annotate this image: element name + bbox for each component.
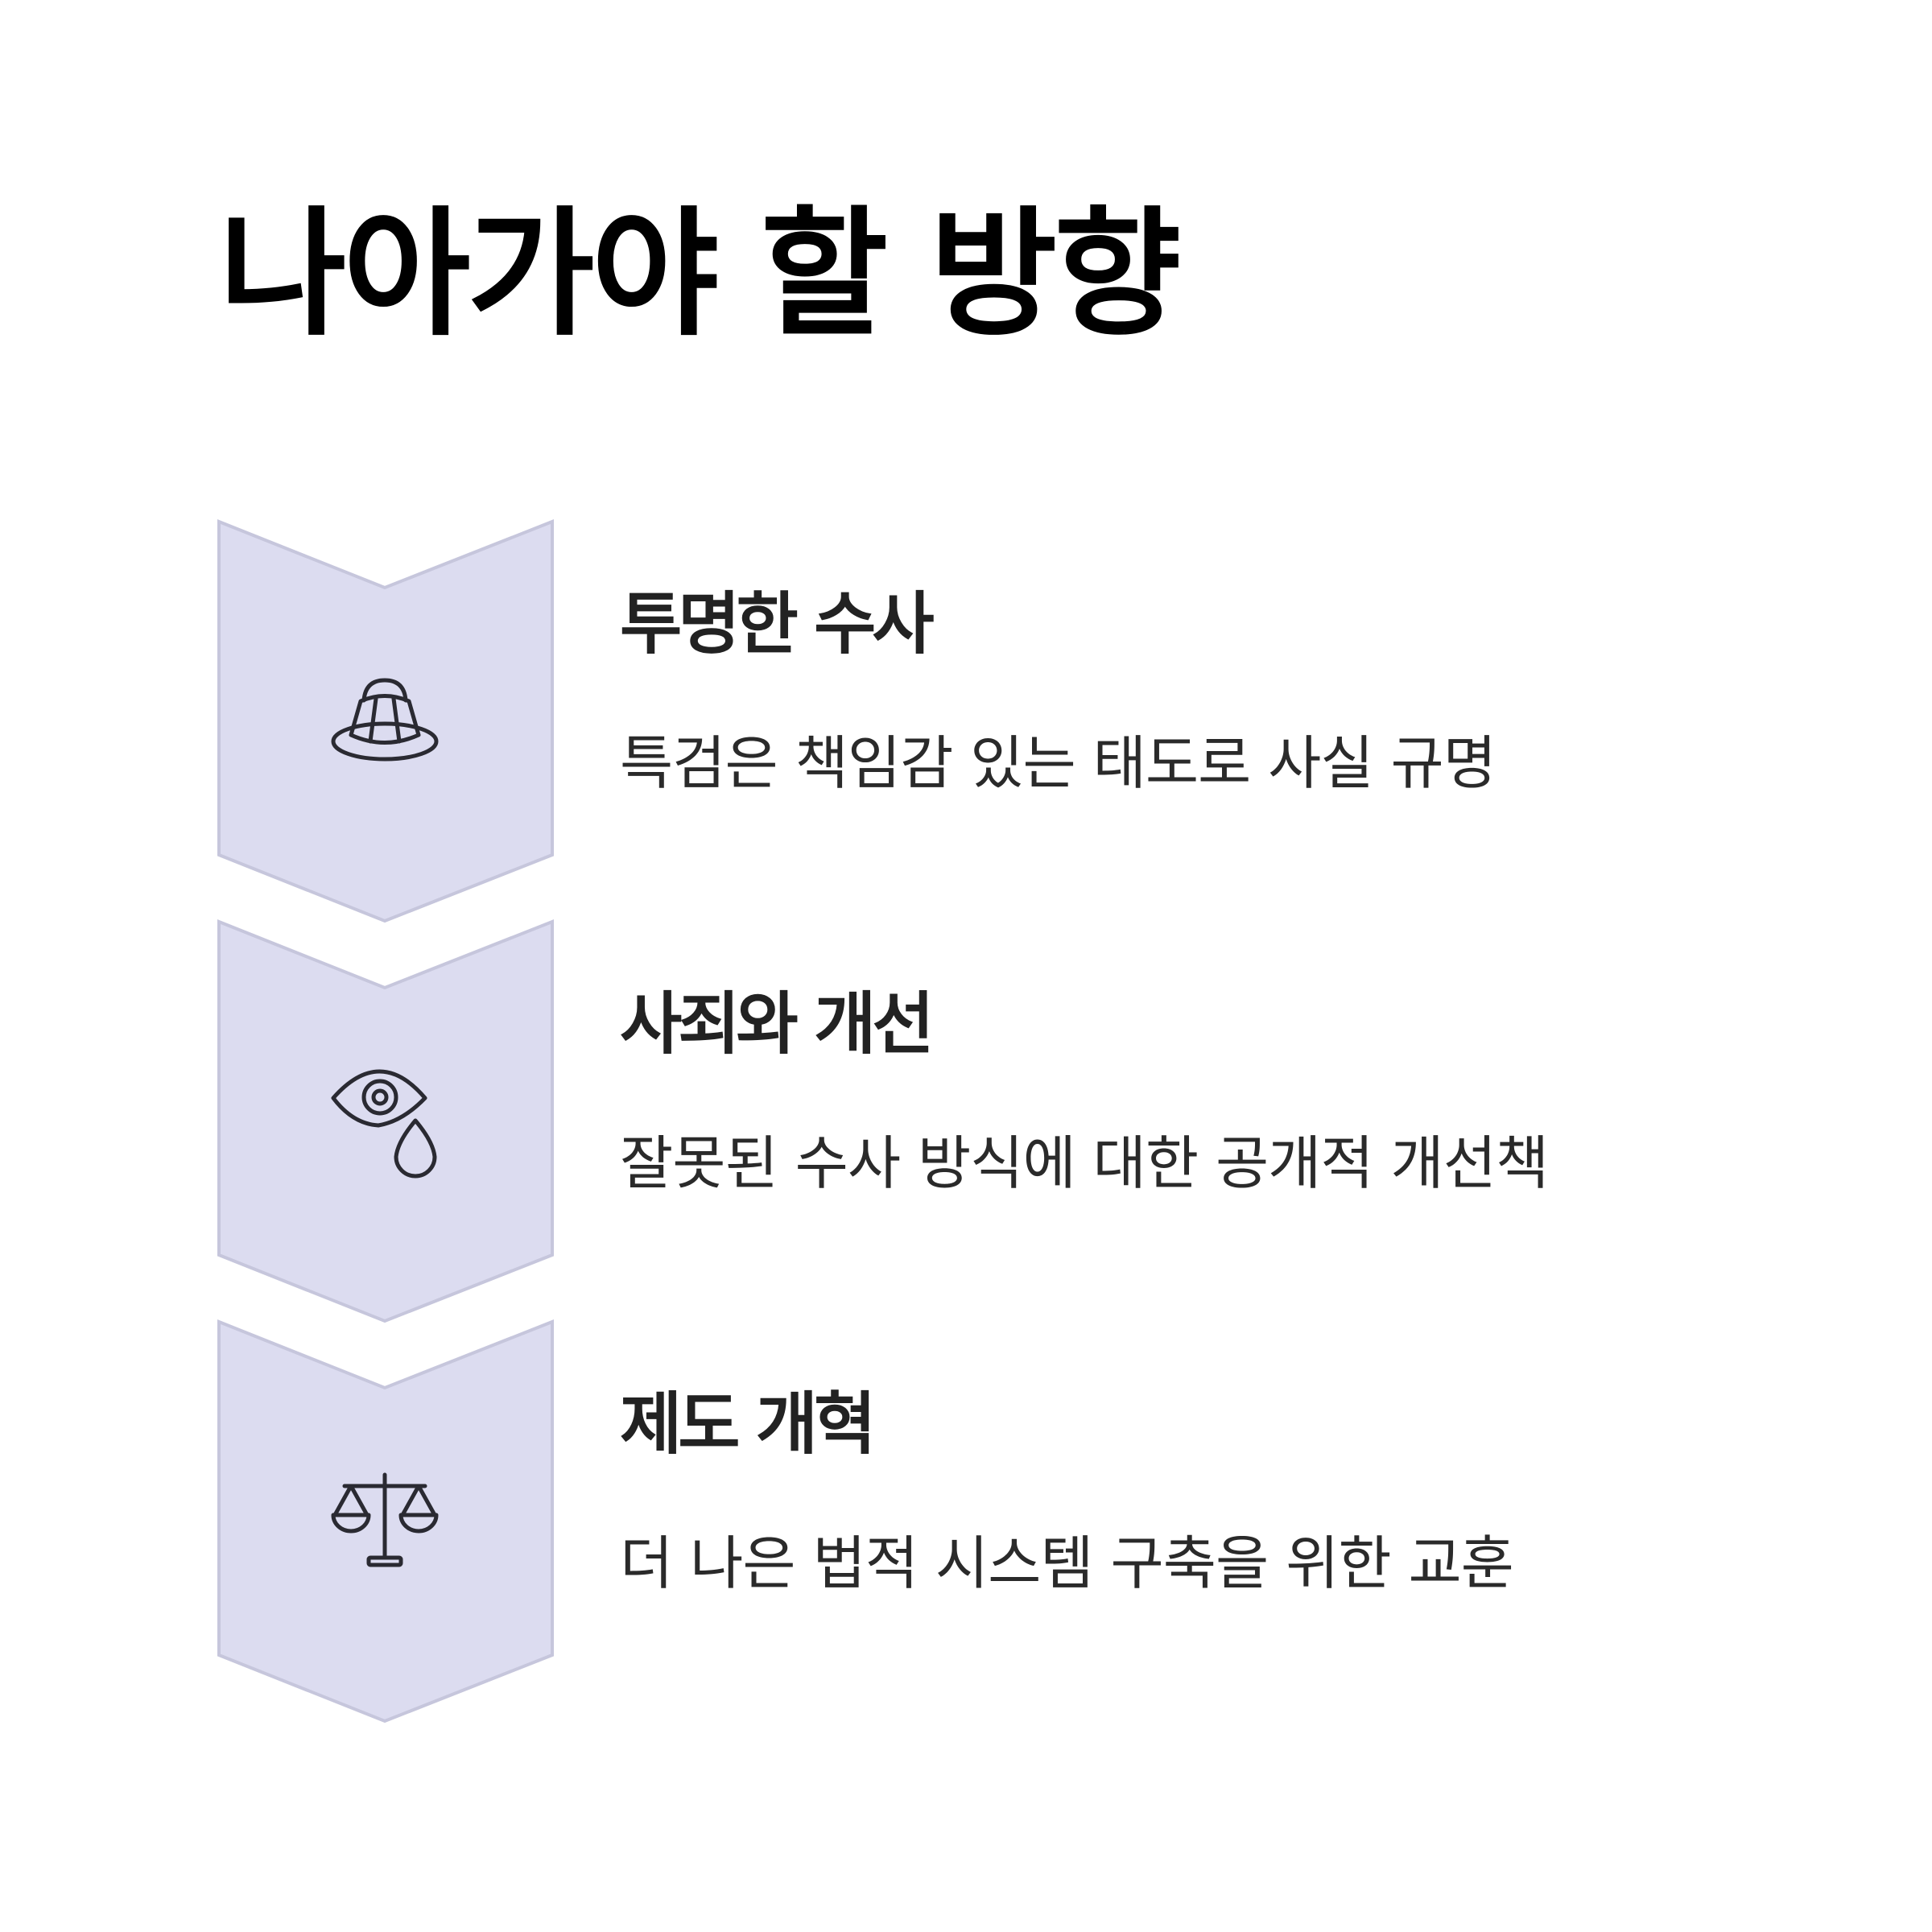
step-2-chevron	[217, 919, 554, 1323]
step-2-description: 잘못된 수사 방식에 대한 공개적 개선책	[620, 1129, 1549, 1197]
step-3-heading: 제도 개혁	[620, 1385, 876, 1463]
crying-eye-icon	[331, 1069, 437, 1179]
balance-scale-icon	[331, 1472, 439, 1567]
jelly-pudding-icon	[331, 678, 439, 762]
page-title: 나아가야 할 방향	[219, 193, 1181, 355]
step-3-description: 더 나은 법적 시스템 구축을 위한 교훈	[620, 1530, 1514, 1597]
step-1-description: 특검은 책임감 있는 태도로 사실 규명	[620, 729, 1496, 797]
step-1-heading: 투명한 수사	[620, 584, 935, 663]
step-1-chevron	[217, 519, 554, 923]
step-2-heading: 사죄와 개선	[620, 985, 935, 1063]
